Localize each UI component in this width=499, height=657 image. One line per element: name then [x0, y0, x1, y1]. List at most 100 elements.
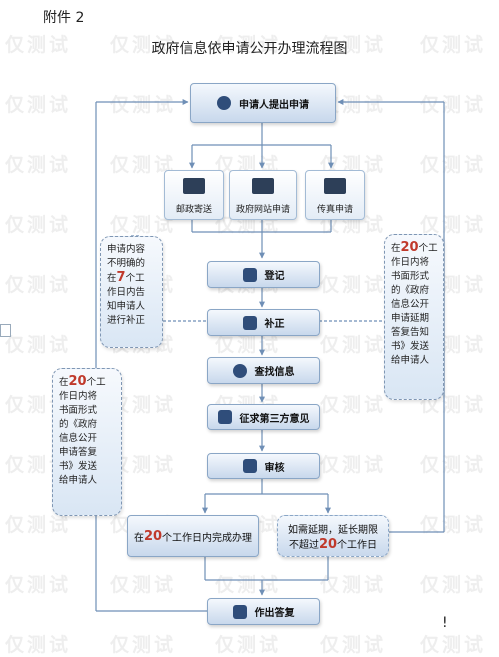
- note-correction-line: 知申请人: [107, 301, 146, 312]
- watermark-text: 仅测试: [5, 154, 72, 176]
- note-extension-line: 书》发送: [391, 341, 430, 352]
- note-reply-text: 个工: [86, 377, 106, 388]
- truck-icon: [183, 178, 205, 194]
- annex-label: 附件 2: [43, 10, 85, 26]
- correct-label: 补正: [264, 319, 285, 330]
- channel-fax: 传真申请: [305, 170, 365, 220]
- watermark-text: 仅测试: [420, 574, 487, 596]
- extend-line1: 如需延期，延长期限: [288, 524, 378, 536]
- magnifier-icon: [232, 363, 247, 378]
- clipboard-icon: [242, 267, 257, 282]
- complete-before: 在: [133, 532, 144, 544]
- watermark-text: 仅测试: [110, 454, 177, 476]
- monitor-icon: [252, 178, 274, 194]
- note-extension-line: 信息公开: [391, 299, 430, 310]
- review-label: 审核: [264, 462, 285, 474]
- note-correction-text: 在: [107, 273, 117, 284]
- note-correction: 申请内容 不明确的 在7个工 作日内告 知申请人 进行补正: [100, 236, 163, 348]
- note-extension-text: 个工: [418, 243, 438, 254]
- search-box: 查找信息: [207, 357, 320, 384]
- watermark-text: 仅测试: [110, 154, 177, 176]
- watermark-text: 仅测试: [5, 574, 72, 596]
- note-reply-line: 信息公开: [59, 433, 98, 444]
- register-label: 登记: [264, 271, 285, 282]
- chart-title: 政府信息依申请公开办理流程图: [151, 41, 348, 57]
- watermark-text: 仅测试: [420, 94, 487, 116]
- extend-after: 个工作日: [337, 539, 378, 551]
- channel-mail-label: 邮政寄送: [175, 205, 212, 215]
- document-icon: [0, 324, 11, 337]
- review-doc-icon: [242, 459, 257, 473]
- extend-before: 不超过: [288, 539, 319, 551]
- complete-after: 个工作日内完成办理: [162, 532, 253, 544]
- note-reply-line: 书面形式: [59, 405, 98, 416]
- note-extension: 在20个工 作日内将 书面形式 的《政府 信息公开 申请延期 答复告知 书》发送…: [384, 234, 444, 400]
- watermark-text: 仅测试: [320, 274, 387, 296]
- note-correction-line: 进行补正: [107, 315, 146, 326]
- edit-icon: [242, 315, 257, 330]
- complete-days: 20: [143, 528, 163, 544]
- note-correction-line: 作日内告: [107, 287, 146, 298]
- note-extension-text: 在: [391, 243, 401, 254]
- note-reply-deadline: 在20个工 作日内将 书面形式 的《政府 信息公开 申请答复 书》发送 给申请人: [52, 368, 122, 516]
- note-reply-line: 的《政府: [59, 419, 98, 430]
- document-icon: [217, 410, 232, 424]
- note-reply-days: 20: [68, 374, 87, 389]
- watermark-text: 仅测试: [215, 34, 282, 56]
- watermark-text: 仅测试: [420, 454, 487, 476]
- third-party-box: 征求第三方意见: [207, 404, 320, 430]
- note-reply-line: 申请答复: [59, 447, 98, 458]
- note-correction-text: 个工: [125, 273, 145, 284]
- footer-mark: !: [442, 615, 448, 631]
- watermark-text: 仅测试: [420, 34, 487, 56]
- register-box: 登记: [207, 261, 320, 288]
- note-extension-line: 答复告知: [391, 327, 430, 338]
- reply-box: 作出答复: [207, 598, 320, 625]
- user-icon: [217, 96, 231, 110]
- note-extension-line: 作日内将: [391, 257, 430, 268]
- search-label: 查找信息: [254, 367, 295, 378]
- watermark-text: 仅测试: [420, 214, 487, 236]
- watermark-text: 仅测试: [110, 214, 177, 236]
- watermark-text: 仅测试: [5, 514, 72, 536]
- note-extension-days: 20: [400, 240, 419, 255]
- watermark-text: 仅测试: [320, 34, 387, 56]
- note-reply-line: 书》发送: [59, 461, 98, 472]
- note-reply-line: 作日内将: [59, 391, 98, 402]
- channel-website: 政府网站申请: [229, 170, 297, 220]
- watermark-text: 仅测试: [110, 34, 177, 56]
- note-reply-text: 在: [59, 377, 69, 388]
- watermark-text: 仅测试: [110, 394, 177, 416]
- note-reply-line: 给申请人: [59, 475, 98, 486]
- watermark-text: 仅测试: [420, 514, 487, 536]
- note-extension-line: 申请延期: [391, 313, 430, 324]
- watermark-text: 仅测试: [320, 394, 387, 416]
- watermark-text: 仅测试: [5, 334, 72, 356]
- note-extension-line: 给申请人: [391, 355, 430, 366]
- watermark-text: 仅测试: [5, 214, 72, 236]
- watermark-text: 仅测试: [320, 334, 387, 356]
- extend-box: 如需延期，延长期限 不超过20个工作日: [277, 515, 389, 557]
- review-box: 审核: [207, 453, 320, 479]
- note-correction-days: 7: [116, 270, 126, 285]
- note-correction-line: 不明确的: [107, 258, 146, 269]
- fax-icon: [324, 178, 346, 194]
- correct-box: 补正: [207, 309, 320, 336]
- apply-box: 申请人提出申请: [190, 83, 336, 123]
- channel-fax-label: 传真申请: [316, 205, 353, 215]
- watermark-text: 仅测试: [420, 154, 487, 176]
- watermark-text: 仅测试: [320, 454, 387, 476]
- note-extension-line: 的《政府: [391, 285, 430, 296]
- reply-doc-icon: [232, 604, 247, 619]
- note-correction-line: 申请内容: [107, 244, 146, 255]
- watermark-text: 仅测试: [5, 34, 72, 56]
- watermark-text: 仅测试: [110, 574, 177, 596]
- watermark-text: 仅测试: [5, 94, 72, 116]
- reply-label: 作出答复: [254, 608, 295, 619]
- watermark-text: 仅测试: [5, 274, 72, 296]
- extend-days: 20: [318, 536, 338, 552]
- watermark-text: 仅测试: [110, 94, 177, 116]
- note-extension-line: 书面形式: [391, 271, 430, 282]
- apply-label: 申请人提出申请: [239, 99, 309, 111]
